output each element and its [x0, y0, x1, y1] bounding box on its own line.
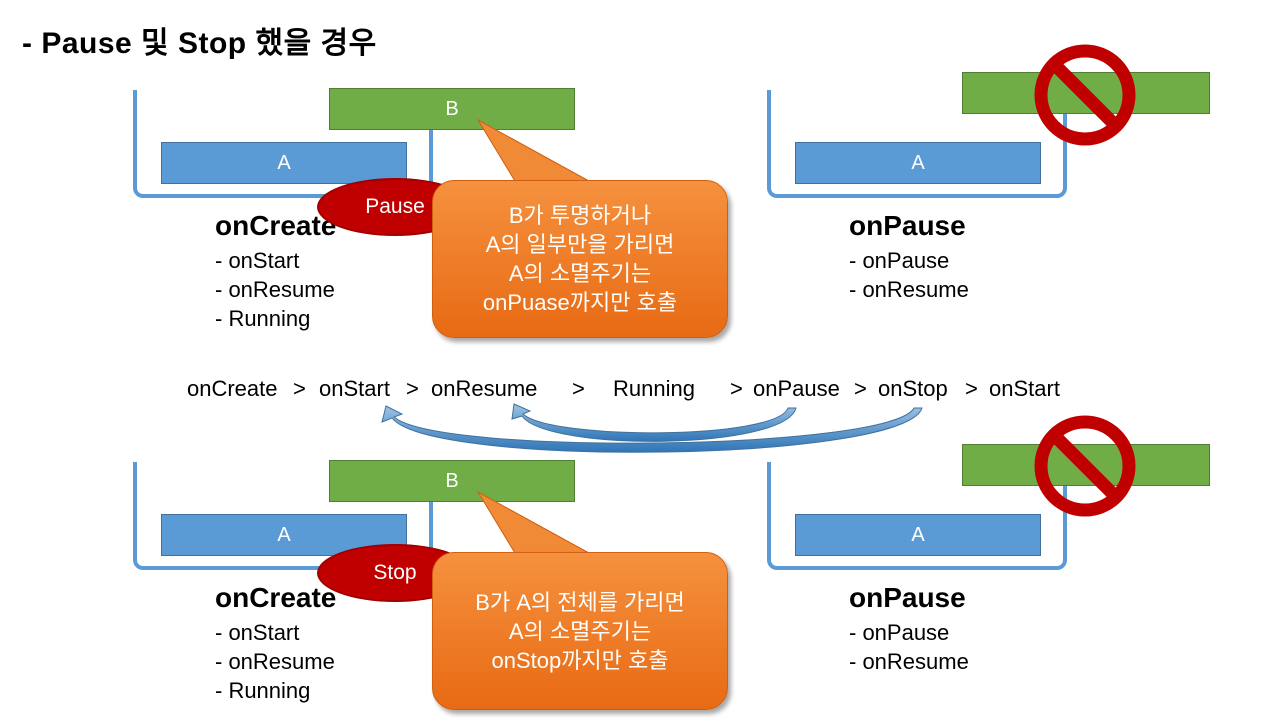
- top-right-steps: - onPause - onResume: [849, 246, 969, 304]
- top-left-steps: - onStart - onResume - Running: [215, 246, 335, 333]
- callout-line: B가 투명하거나: [508, 203, 652, 228]
- callout-line: onPuase까지만 호출: [482, 290, 678, 315]
- bottom-right-steps: - onPause - onResume: [849, 618, 969, 676]
- callout-line: onStop까지만 호출: [491, 647, 669, 673]
- callout-line: A의 일부만을 가리면: [485, 232, 675, 257]
- flow-sep: >: [406, 376, 419, 401]
- callout-line: A의 소멸주기는: [508, 618, 652, 644]
- step: - onPause: [849, 248, 950, 273]
- top-left-box-a: A: [161, 142, 407, 184]
- arrow-onpause-to-onresume: [511, 403, 797, 442]
- step: - onResume: [215, 649, 335, 674]
- flow-sep: >: [572, 376, 585, 401]
- no-entry-icon: [1034, 44, 1136, 146]
- flow-sep: >: [965, 376, 978, 401]
- top-right-state: onPause: [849, 210, 966, 241]
- bottom-left-steps: - onStart - onResume - Running: [215, 618, 335, 705]
- bottom-left-box-b: B: [329, 460, 575, 502]
- bottom-right-box-a: A: [795, 514, 1041, 556]
- callout-line: B가 A의 전체를 가리면: [475, 589, 685, 615]
- flow-onStart: onStart: [319, 376, 390, 401]
- callout-line: A의 소멸주기는: [508, 261, 652, 286]
- flow-onStart-2: onStart: [989, 376, 1060, 401]
- bottom-right-state: onPause: [849, 582, 966, 613]
- flow-onResume: onResume: [431, 376, 538, 401]
- step: - onResume: [849, 277, 969, 302]
- flow-sep: >: [730, 376, 743, 401]
- flow-sep: >: [854, 376, 867, 401]
- bottom-callout: B가 A의 전체를 가리면 A의 소멸주기는 onStop까지만 호출: [432, 552, 728, 710]
- top-callout: B가 투명하거나 A의 일부만을 가리면 A의 소멸주기는 onPuase까지만…: [432, 180, 728, 338]
- bottom-right-container: [767, 462, 1067, 570]
- flow-running: Running: [613, 376, 695, 401]
- top-left-state: onCreate: [215, 210, 337, 241]
- top-right-box-a: A: [795, 142, 1041, 184]
- step: - onStart: [215, 248, 300, 273]
- bottom-left-state: onCreate: [215, 582, 337, 613]
- step: - onResume: [849, 649, 969, 674]
- flow-sep: >: [293, 376, 306, 401]
- step: - onPause: [849, 620, 950, 645]
- flow-onPause: onPause: [753, 376, 840, 401]
- top-right-container: [767, 90, 1067, 198]
- flow-onCreate: onCreate: [187, 376, 278, 401]
- top-left-box-b: B: [329, 88, 575, 130]
- step: - Running: [215, 306, 311, 331]
- no-entry-icon: [1034, 415, 1136, 517]
- step: - onStart: [215, 620, 300, 645]
- bottom-left-container: [133, 462, 433, 570]
- arrow-onstop-to-oncreate: [381, 405, 923, 453]
- step: - onResume: [215, 277, 335, 302]
- step: - Running: [215, 678, 311, 703]
- flow-onStop: onStop: [878, 376, 948, 401]
- page-title: - Pause 및 Stop 했을 경우: [22, 27, 377, 60]
- top-left-container: [133, 90, 433, 198]
